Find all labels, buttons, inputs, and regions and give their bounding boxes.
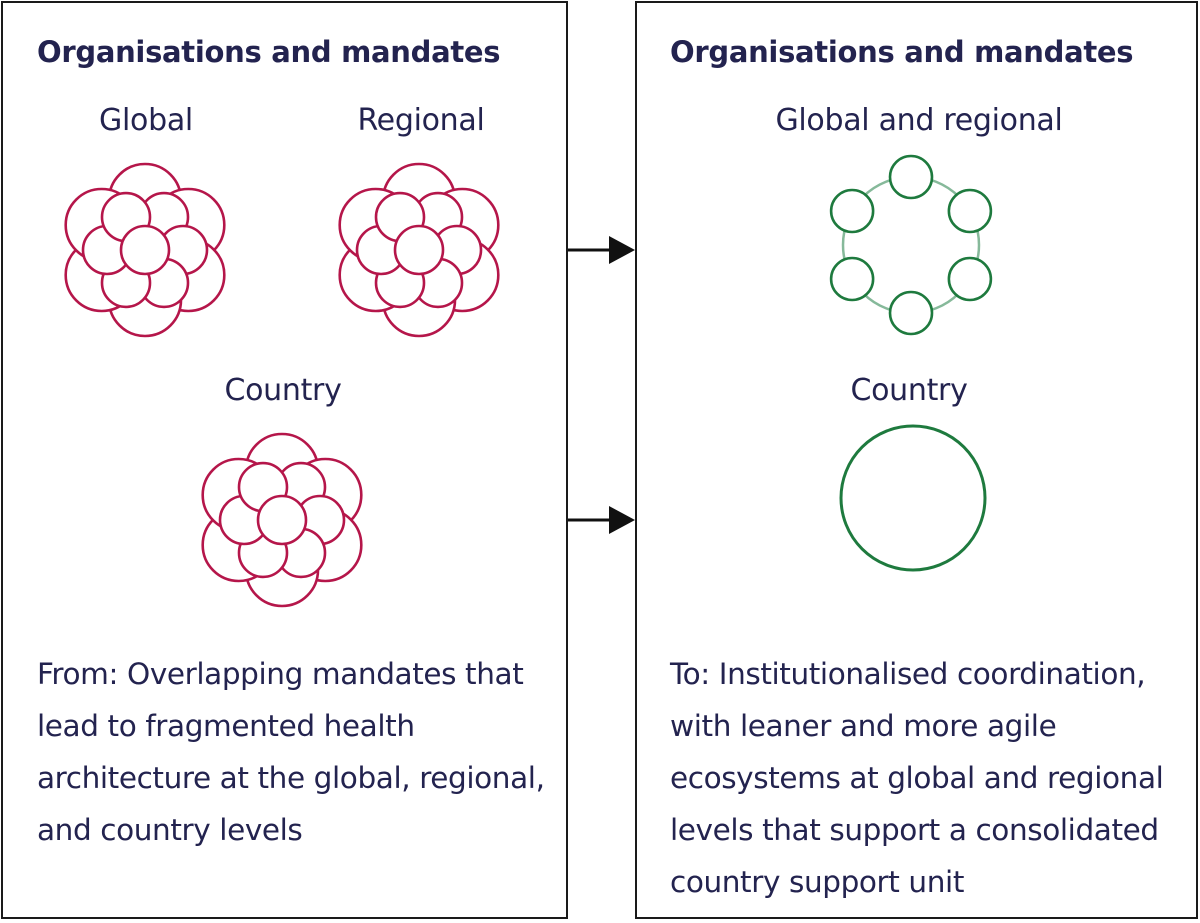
ring-node-circle: [947, 188, 993, 234]
right-description: To: Institutionalised coordination, with…: [670, 648, 1164, 908]
left-heading: Organisations and mandates: [37, 35, 501, 69]
left-description-line: and country levels: [37, 813, 303, 847]
center-circle: [256, 494, 308, 546]
left-description-line: lead to fragmented health: [37, 709, 415, 743]
center-circle: [119, 224, 171, 276]
right-description-line: country support unit: [670, 865, 964, 899]
label-global: Global: [99, 103, 193, 138]
ring-node-circle: [888, 290, 934, 336]
right-description-line: levels that support a consolidated: [670, 813, 1159, 847]
left-description: From: Overlapping mandates that lead to …: [37, 648, 545, 856]
arrowhead-icon: [609, 236, 635, 264]
right-description-line: ecosystems at global and regional: [670, 761, 1164, 795]
ring-node-circle: [888, 154, 934, 200]
left-panel-from: Organisations and mandates Global Region…: [1, 1, 568, 919]
arrow-global-level: [568, 236, 635, 264]
left-description-line: architecture at the global, regional,: [37, 761, 545, 795]
right-description-line: To: Institutionalised coordination,: [670, 657, 1146, 691]
cluster-global-overlapping-circles: [64, 162, 226, 338]
center-circle: [393, 224, 445, 276]
right-heading: Organisations and mandates: [670, 35, 1134, 69]
right-description-line: with leaner and more agile: [670, 709, 1057, 743]
label-global-regional: Global and regional: [775, 103, 1063, 138]
cluster-regional-overlapping-circles: [338, 162, 500, 338]
right-panel-to: Organisations and mandates Global and re…: [635, 1, 1198, 919]
country-support-unit-circle: [839, 424, 987, 572]
arrow-country-level: [568, 506, 635, 534]
cluster-country-overlapping-circles: [201, 432, 363, 608]
ring-node-circle: [829, 188, 875, 234]
left-description-line: From: Overlapping mandates that: [37, 657, 524, 691]
ring-global-regional-coordination: [829, 154, 993, 336]
arrowhead-icon: [609, 506, 635, 534]
ring-node-circle: [947, 256, 993, 302]
label-regional: Regional: [357, 103, 485, 138]
label-country-left: Country: [224, 373, 342, 408]
label-country-right: Country: [850, 373, 968, 408]
ring-node-circle: [829, 256, 875, 302]
